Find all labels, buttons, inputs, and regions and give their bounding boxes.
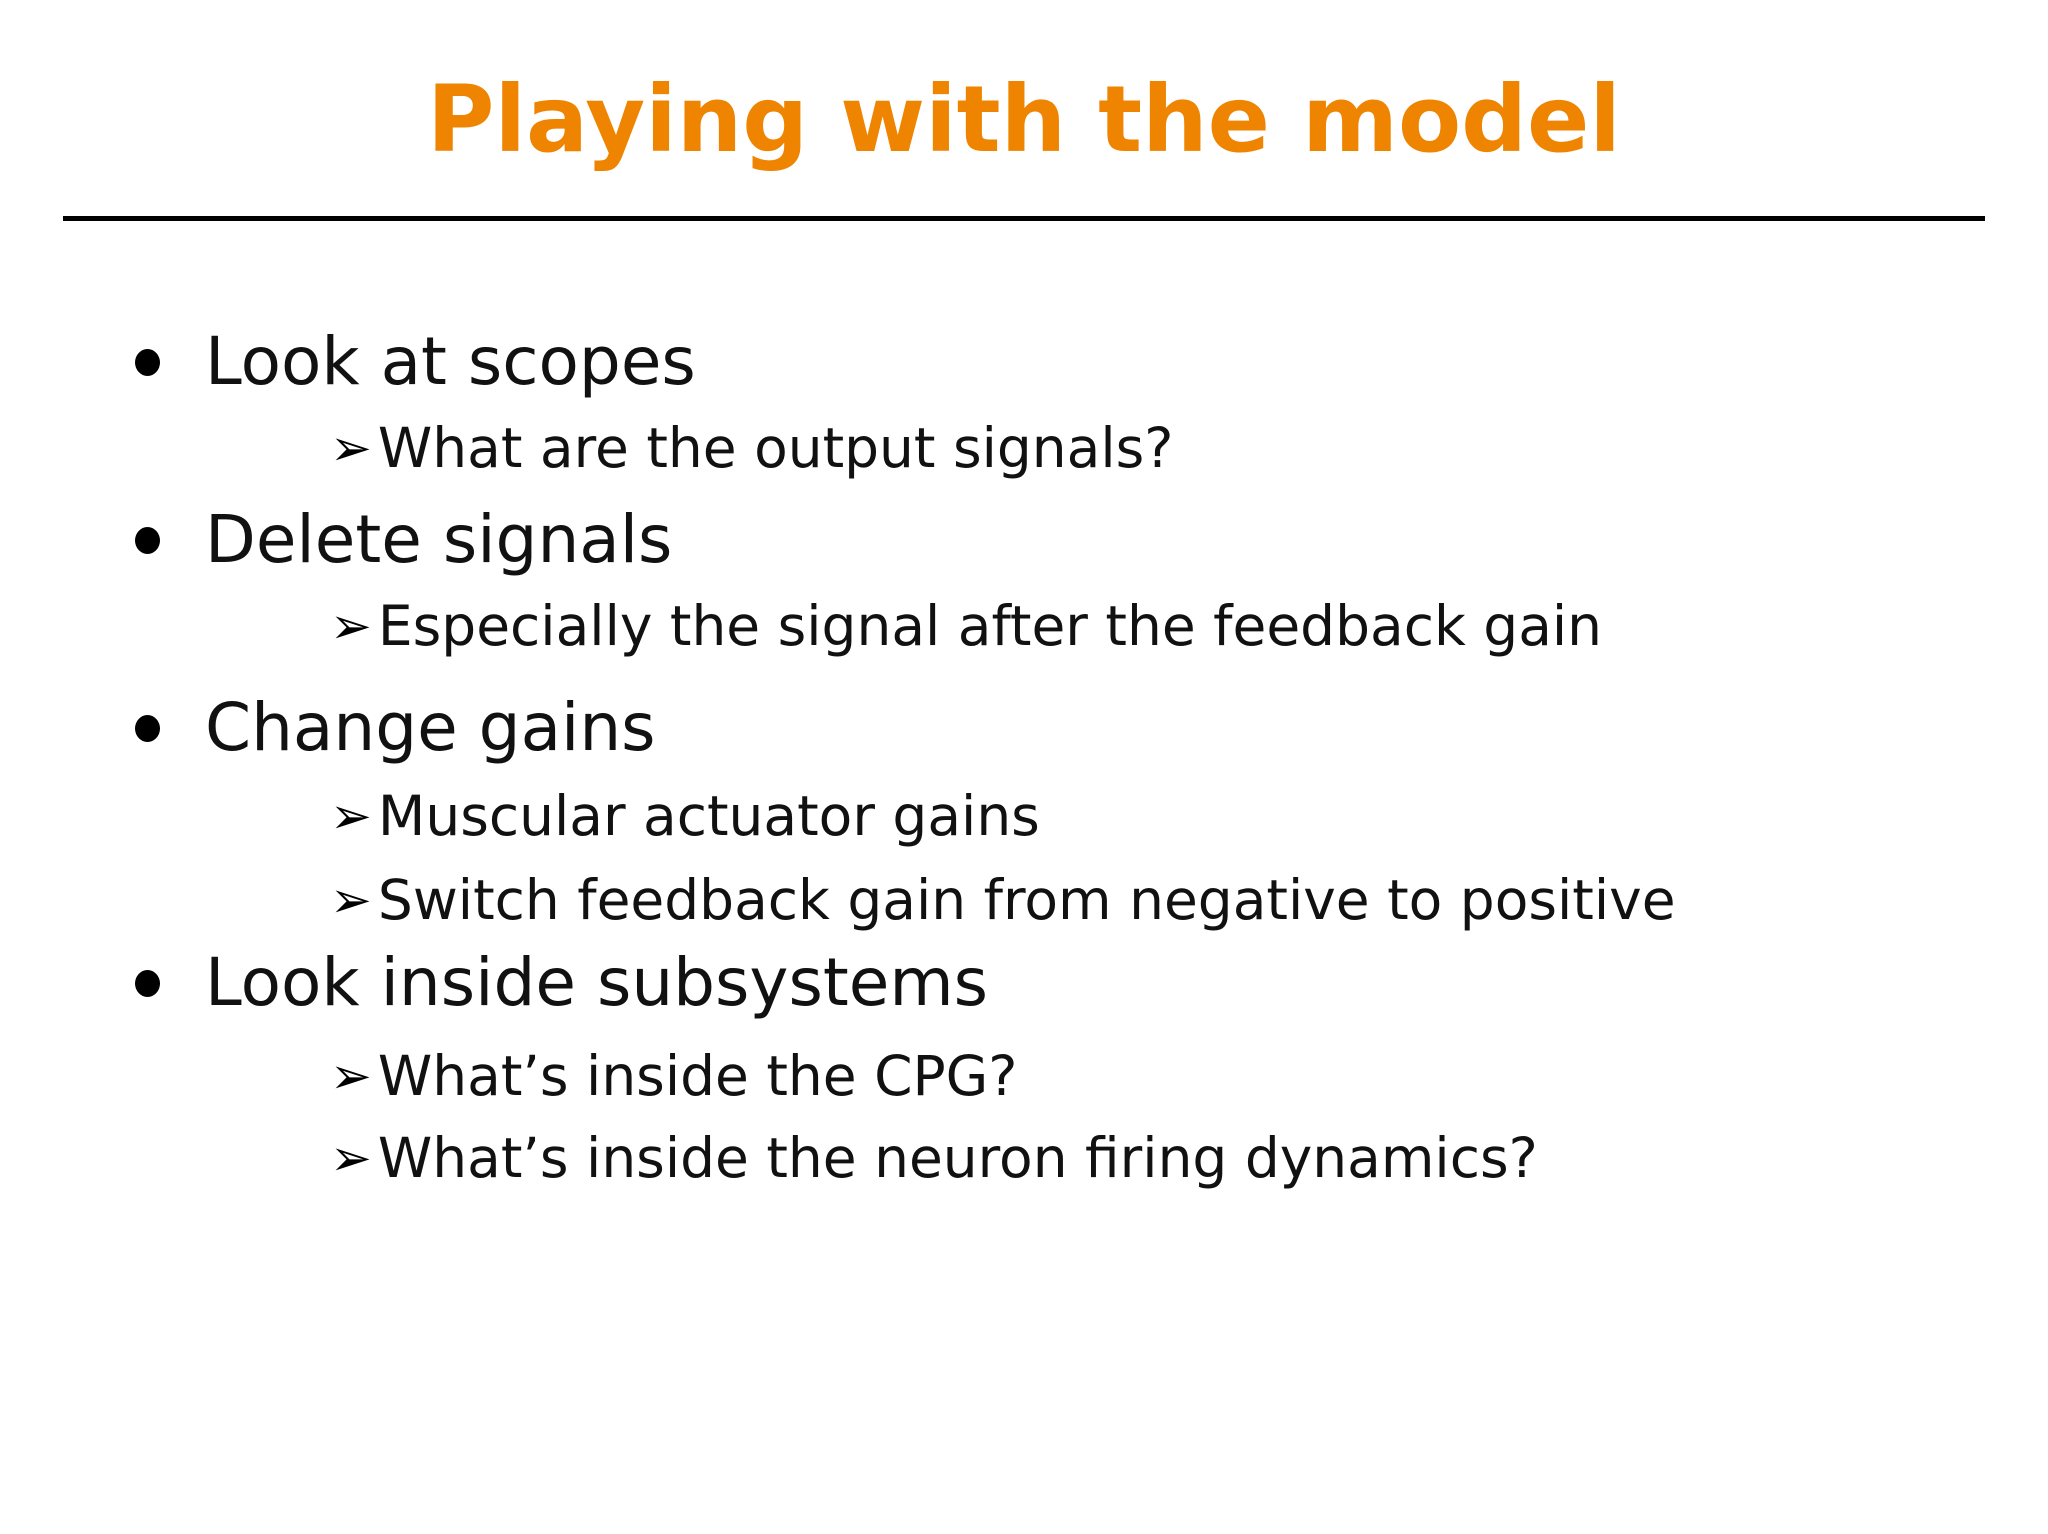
sub-bullet-item-label: Switch feedback gain from negative to po… xyxy=(377,867,1676,932)
bullet-dot-icon xyxy=(135,526,160,554)
bullet-dot-icon xyxy=(135,969,160,997)
title-underline xyxy=(63,216,1985,221)
slide-title: Playing with the model xyxy=(427,66,1621,173)
sub-bullet-item: ➢ Muscular actuator gains xyxy=(330,784,1040,848)
bullet-item-label: Look inside subsystems xyxy=(205,943,989,1021)
sub-bullet-item: ➢ Especially the signal after the feedba… xyxy=(330,594,1602,658)
bullet-item: Delete signals xyxy=(135,503,672,577)
sub-bullet-item-label: What’s inside the CPG? xyxy=(377,1043,1018,1108)
sub-bullet-item: ➢ Switch feedback gain from negative to … xyxy=(330,868,1676,932)
sub-bullet-item-label: What’s inside the neuron firing dynamics… xyxy=(377,1125,1538,1190)
sub-bullet-item: ➢ What are the output signals? xyxy=(330,416,1174,480)
sub-bullet-item-label: Muscular actuator gains xyxy=(377,783,1040,848)
arrow-bullet-icon: ➢ xyxy=(330,787,372,845)
arrow-bullet-icon: ➢ xyxy=(330,419,372,477)
arrow-bullet-icon: ➢ xyxy=(330,1129,372,1187)
bullet-item: Look inside subsystems xyxy=(135,946,988,1020)
bullet-item: Look at scopes xyxy=(135,325,696,399)
sub-bullet-item-label: What are the output signals? xyxy=(377,415,1174,480)
sub-bullet-item: ➢ What’s inside the CPG? xyxy=(330,1044,1017,1108)
bullet-dot-icon xyxy=(135,348,160,376)
arrow-bullet-icon: ➢ xyxy=(330,597,372,655)
bullet-item-label: Change gains xyxy=(205,688,656,766)
arrow-bullet-icon: ➢ xyxy=(330,871,372,929)
bullet-item-label: Look at scopes xyxy=(205,322,696,400)
sub-bullet-item: ➢ What’s inside the neuron firing dynami… xyxy=(330,1126,1538,1190)
bullet-item: Change gains xyxy=(135,691,656,765)
sub-bullet-item-label: Especially the signal after the feedback… xyxy=(377,593,1603,658)
arrow-bullet-icon: ➢ xyxy=(330,1047,372,1105)
bullet-dot-icon xyxy=(135,714,160,742)
bullet-item-label: Delete signals xyxy=(205,500,673,578)
